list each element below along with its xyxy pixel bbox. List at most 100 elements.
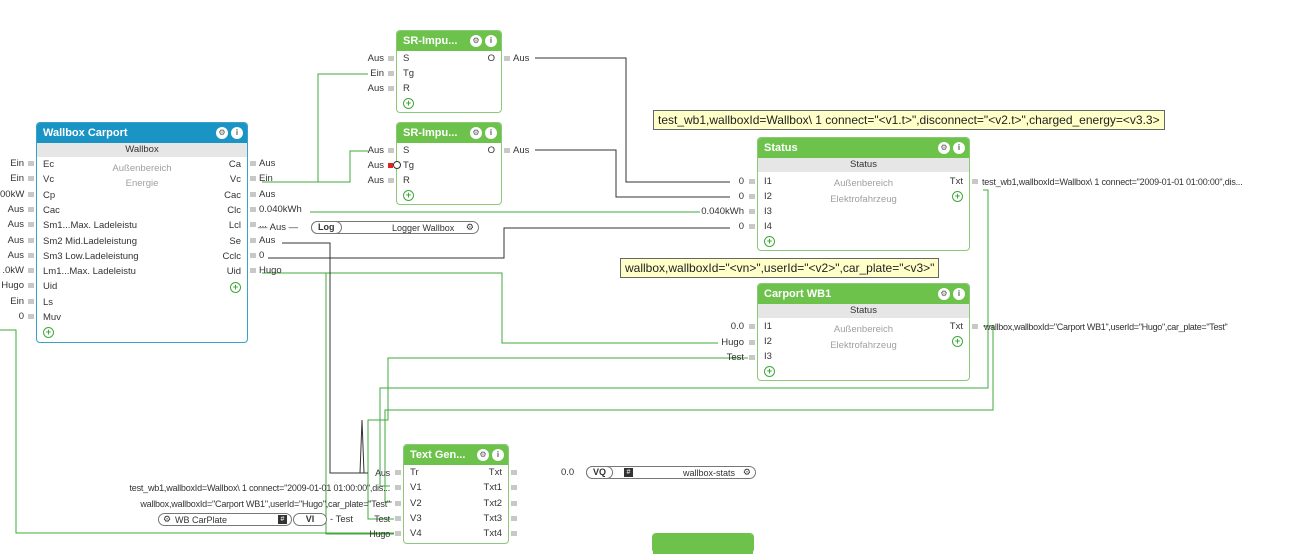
port-tg[interactable]: Tg	[403, 68, 415, 79]
port-sm2-mid-ladeleistung[interactable]: Sm2 Mid.Ladeleistung	[43, 235, 137, 247]
note-carport-template[interactable]: wallbox,wallboxId="<vn>",userId="<v2>",c…	[620, 258, 940, 278]
port-i3[interactable]: I3	[764, 351, 772, 362]
add-output-icon[interactable]: +	[952, 191, 963, 202]
port-cp[interactable]: Cp	[43, 189, 56, 201]
carplate-value: - Test	[330, 514, 354, 525]
info-icon[interactable]: i	[492, 449, 504, 461]
info-icon[interactable]: i	[485, 35, 497, 47]
add-input-icon[interactable]: +	[403, 190, 414, 201]
port-sm1-max-ladeleistu[interactable]: Sm1...Max. Ladeleistu	[43, 220, 137, 232]
ext-in-value: Ein	[10, 158, 24, 169]
port-txt[interactable]: Txt	[488, 467, 502, 478]
log-button[interactable]: Log	[311, 221, 342, 234]
add-output-icon[interactable]: +	[230, 282, 241, 293]
port-i1[interactable]: I1	[764, 176, 772, 187]
port-v1[interactable]: V1	[410, 482, 422, 494]
status-header[interactable]: Status ⚙i	[758, 138, 969, 158]
partial-block-header[interactable]	[653, 534, 753, 554]
port-v3[interactable]: V3	[410, 512, 422, 524]
wb-carplate-input[interactable]: ⚙ WB CarPlate #	[158, 513, 292, 526]
port-stub	[28, 191, 34, 197]
port-i4[interactable]: I4	[764, 221, 772, 232]
port-i2[interactable]: I2	[764, 336, 772, 347]
port-ls[interactable]: Ls	[43, 296, 54, 308]
port-txt2[interactable]: Txt2	[483, 497, 502, 509]
ext-in-value: wallbox,wallboxId="Carport WB1",userId="…	[140, 498, 390, 509]
port-uid[interactable]: Uid	[226, 266, 241, 278]
info-icon[interactable]: i	[953, 142, 965, 154]
port-v4[interactable]: V4	[410, 528, 422, 540]
info-icon[interactable]: i	[231, 127, 243, 139]
port-stub	[28, 283, 34, 289]
ext-in-value: Aus	[7, 249, 24, 261]
port-se[interactable]: Se	[229, 235, 241, 247]
gear-icon[interactable]: ⚙	[477, 449, 489, 461]
port-lm1-max-ladeleistu[interactable]: Lm1...Max. Ladeleistu	[43, 266, 136, 278]
vq-button[interactable]: VQ	[586, 466, 614, 479]
logger-wallbox[interactable]: Log Logger Wallbox ⚙	[311, 221, 479, 234]
gear-icon[interactable]: ⚙	[465, 222, 474, 232]
wallbox-carport-block[interactable]: Wallbox Carport ⚙i Wallbox Außenbereich …	[36, 122, 248, 343]
port-txt1[interactable]: Txt1	[483, 482, 502, 494]
port-tr[interactable]: Tr	[410, 467, 419, 478]
gear-icon[interactable]: ⚙	[938, 142, 950, 154]
gear-icon[interactable]: ⚙	[742, 467, 751, 477]
port-stub	[511, 515, 517, 521]
port-o[interactable]: O	[487, 145, 495, 156]
port-sm3-low-ladeleistung[interactable]: Sm3 Low.Ladeleistung	[43, 250, 139, 262]
add-input-icon[interactable]: +	[43, 327, 54, 338]
sr-impulse-header[interactable]: SR-Impu... ⚙i	[397, 31, 501, 51]
gear-icon[interactable]: ⚙	[470, 127, 482, 139]
wallbox-carport-header[interactable]: Wallbox Carport ⚙i	[37, 123, 247, 143]
port-r[interactable]: R	[403, 175, 410, 186]
port-i3[interactable]: I3	[764, 206, 772, 217]
port-txt3[interactable]: Txt3	[483, 512, 502, 524]
port-r[interactable]: R	[403, 83, 410, 94]
port-muv[interactable]: Muv	[43, 312, 61, 323]
sr-impulse-block-1[interactable]: SR-Impu... ⚙i S Tg R O +	[396, 30, 502, 113]
vi-button[interactable]: VI	[293, 513, 327, 526]
carport-wb1-block[interactable]: Carport WB1 ⚙i Status Außenbereich Elekt…	[757, 283, 970, 381]
add-output-icon[interactable]: +	[952, 336, 963, 347]
port-i2[interactable]: I2	[764, 191, 772, 202]
gear-icon[interactable]: ⚙	[216, 127, 228, 139]
port-clc[interactable]: Clc	[227, 204, 241, 216]
port-uid[interactable]: Uid	[43, 281, 58, 293]
info-icon[interactable]: i	[953, 288, 965, 300]
vq-wallbox-stats[interactable]: VQ # wallbox-stats ⚙	[586, 466, 756, 479]
partial-block[interactable]	[652, 533, 754, 554]
gear-icon[interactable]: ⚙	[470, 35, 482, 47]
port-ca[interactable]: Ca	[228, 159, 241, 170]
port-s[interactable]: S	[403, 53, 410, 64]
port-txt[interactable]: Txt	[949, 321, 963, 332]
ext-in-i2: Hugo	[721, 337, 744, 348]
gear-icon[interactable]: ⚙	[938, 288, 950, 300]
add-input-icon[interactable]: +	[403, 98, 414, 109]
port-cac[interactable]: Cac	[224, 189, 241, 201]
port-tg[interactable]: Tg	[403, 160, 415, 171]
port-vc[interactable]: Vc	[43, 174, 55, 186]
sr-impulse-header[interactable]: SR-Impu... ⚙i	[397, 123, 501, 143]
port-txt[interactable]: Txt	[949, 176, 963, 187]
carport-wb1-header[interactable]: Carport WB1 ⚙i	[758, 284, 969, 304]
sr-impulse-block-2[interactable]: SR-Impu... ⚙i S Tg R O +	[396, 122, 502, 205]
port-stub	[28, 268, 34, 274]
port-vc[interactable]: Vc	[229, 174, 241, 186]
port-cac[interactable]: Cac	[43, 204, 60, 216]
info-icon[interactable]: i	[485, 127, 497, 139]
port-ec[interactable]: Ec	[43, 159, 55, 170]
port-txt4[interactable]: Txt4	[483, 528, 502, 540]
port-o[interactable]: O	[487, 53, 495, 64]
port-i1[interactable]: I1	[764, 321, 772, 332]
port-lcl[interactable]: Lcl	[228, 220, 241, 232]
port-cclc[interactable]: Cclc	[222, 250, 241, 262]
status-block[interactable]: Status ⚙i Status Außenbereich Elektrofah…	[757, 137, 970, 251]
gear-icon[interactable]: ⚙	[163, 514, 172, 524]
note-status-template[interactable]: test_wb1,wallboxId=Wallbox\ 1 connect="<…	[653, 110, 1165, 130]
add-input-icon[interactable]: +	[764, 366, 775, 377]
add-input-icon[interactable]: +	[764, 236, 775, 247]
port-v2[interactable]: V2	[410, 497, 422, 509]
port-s[interactable]: S	[403, 145, 410, 156]
text-generator-header[interactable]: Text Gen... ⚙i	[404, 445, 508, 465]
